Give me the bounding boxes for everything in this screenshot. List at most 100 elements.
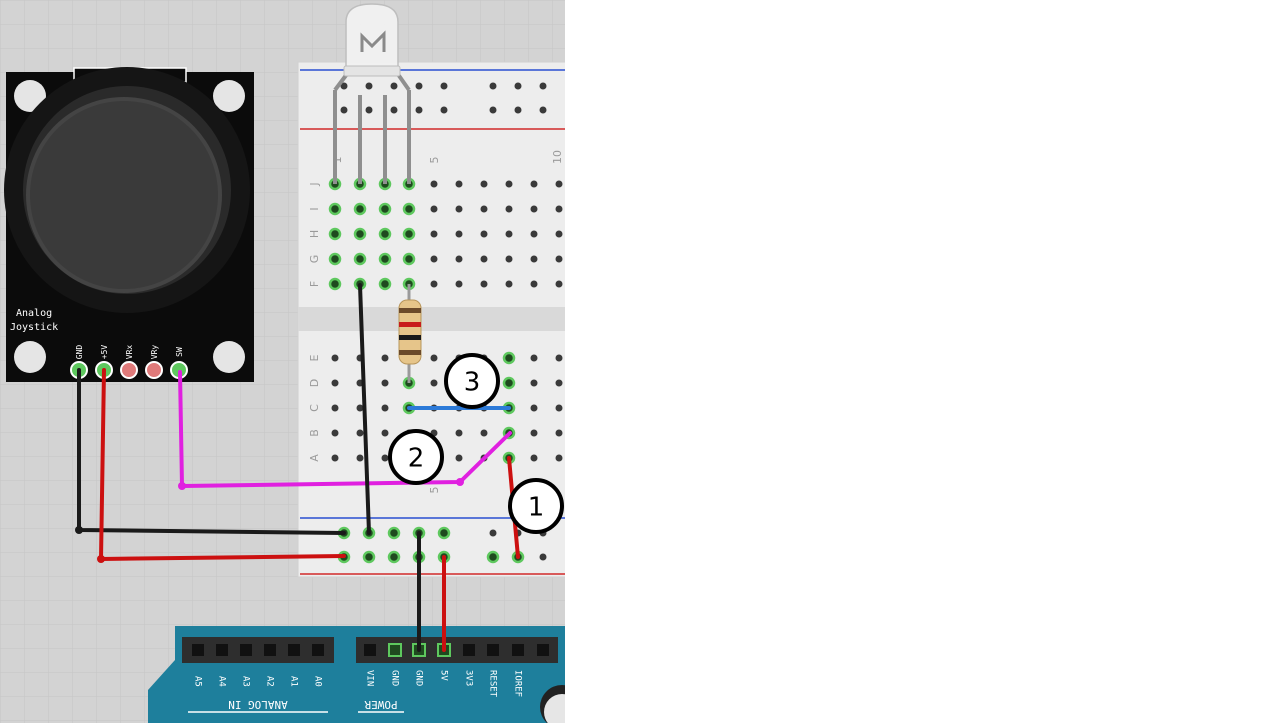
breadboard-hole[interactable] [555, 454, 563, 462]
header-pin[interactable] [364, 644, 376, 656]
breadboard-hole[interactable] [530, 255, 538, 263]
breadboard-hole[interactable] [430, 230, 438, 238]
header-pin[interactable] [463, 644, 475, 656]
breadboard-hole[interactable] [555, 354, 563, 362]
breadboard-hole[interactable] [555, 180, 563, 188]
breadboard-hole[interactable] [455, 454, 463, 462]
breadboard-hole[interactable] [387, 550, 401, 564]
breadboard-hole[interactable] [489, 529, 497, 537]
breadboard-hole[interactable] [530, 429, 538, 437]
breadboard-hole[interactable] [430, 205, 438, 213]
breadboard-hole[interactable] [381, 429, 389, 437]
breadboard-hole[interactable] [455, 255, 463, 263]
breadboard-hole[interactable] [378, 227, 392, 241]
breadboard-hole[interactable] [505, 280, 513, 288]
breadboard-hole[interactable] [530, 404, 538, 412]
breadboard-hole[interactable] [381, 404, 389, 412]
breadboard-hole[interactable] [530, 205, 538, 213]
breadboard-hole[interactable] [555, 379, 563, 387]
breadboard-hole[interactable] [430, 280, 438, 288]
breadboard-hole[interactable] [455, 280, 463, 288]
breadboard-hole[interactable] [331, 429, 339, 437]
breadboard-hole[interactable] [489, 106, 497, 114]
breadboard-hole[interactable] [381, 379, 389, 387]
breadboard-hole[interactable] [340, 106, 348, 114]
wire-joystick-sw[interactable] [178, 370, 512, 488]
breadboard-hole[interactable] [555, 255, 563, 263]
breadboard-hole[interactable] [502, 376, 516, 390]
breadboard-hole[interactable] [440, 82, 448, 90]
breadboard-hole[interactable] [555, 404, 563, 412]
breadboard-hole[interactable] [378, 202, 392, 216]
breadboard-hole[interactable] [555, 280, 563, 288]
breadboard-hole[interactable] [455, 230, 463, 238]
breadboard-hole[interactable] [505, 205, 513, 213]
breadboard-hole[interactable] [530, 354, 538, 362]
breadboard-hole[interactable] [530, 379, 538, 387]
breadboard-hole[interactable] [539, 106, 547, 114]
header-pin[interactable] [264, 644, 276, 656]
rgb-led[interactable] [333, 3, 411, 184]
breadboard-hole[interactable] [328, 252, 342, 266]
breadboard-hole[interactable] [489, 82, 497, 90]
wire-led-ground[interactable] [358, 283, 371, 535]
breadboard-hole[interactable] [455, 180, 463, 188]
breadboard-hole[interactable] [430, 379, 438, 387]
breadboard-hole[interactable] [328, 277, 342, 291]
breadboard-hole[interactable] [356, 454, 364, 462]
breadboard-hole[interactable] [415, 82, 423, 90]
breadboard-hole[interactable] [356, 404, 364, 412]
breadboard-hole[interactable] [356, 429, 364, 437]
breadboard-hole[interactable] [381, 454, 389, 462]
breadboard-hole[interactable] [381, 354, 389, 362]
resistor[interactable] [398, 284, 422, 383]
breadboard-hole[interactable] [555, 205, 563, 213]
breadboard-hole[interactable] [430, 354, 438, 362]
breadboard-hole[interactable] [539, 553, 547, 561]
breadboard-hole[interactable] [530, 230, 538, 238]
breadboard-hole[interactable] [530, 280, 538, 288]
breadboard-hole[interactable] [555, 230, 563, 238]
breadboard-hole[interactable] [455, 429, 463, 437]
breadboard-hole[interactable] [331, 379, 339, 387]
breadboard-hole[interactable] [402, 202, 416, 216]
breadboard-hole[interactable] [502, 351, 516, 365]
breadboard-hole[interactable] [378, 277, 392, 291]
breadboard-hole[interactable] [505, 255, 513, 263]
breadboard-hole[interactable] [402, 227, 416, 241]
breadboard-hole[interactable] [480, 280, 488, 288]
breadboard-hole[interactable] [415, 106, 423, 114]
header-pin[interactable] [512, 644, 524, 656]
header-pin[interactable] [537, 644, 549, 656]
breadboard-hole[interactable] [378, 252, 392, 266]
breadboard-hole[interactable] [331, 454, 339, 462]
breadboard-hole[interactable] [480, 255, 488, 263]
header-pin[interactable] [240, 644, 252, 656]
breadboard-hole[interactable] [353, 202, 367, 216]
breadboard-hole[interactable] [362, 550, 376, 564]
breadboard-hole[interactable] [505, 180, 513, 188]
breadboard-hole[interactable] [440, 106, 448, 114]
breadboard-hole[interactable] [353, 252, 367, 266]
joystick-pin-vrx[interactable] [120, 361, 138, 379]
breadboard-hole[interactable] [437, 526, 451, 540]
header-pin[interactable] [288, 644, 300, 656]
breadboard-hole[interactable] [514, 82, 522, 90]
breadboard-hole[interactable] [353, 227, 367, 241]
header-pin[interactable] [388, 643, 402, 657]
breadboard-hole[interactable] [480, 429, 488, 437]
breadboard-hole[interactable] [365, 82, 373, 90]
breadboard-hole[interactable] [514, 106, 522, 114]
joystick-module[interactable]: Analog Joystick GND +5V VRx VRy SW [4, 67, 254, 382]
breadboard-hole[interactable] [430, 255, 438, 263]
breadboard-hole[interactable] [480, 205, 488, 213]
breadboard-hole[interactable] [455, 205, 463, 213]
breadboard-hole[interactable] [340, 82, 348, 90]
header-pin[interactable] [312, 644, 324, 656]
breadboard-hole[interactable] [430, 180, 438, 188]
breadboard-hole[interactable] [539, 82, 547, 90]
breadboard-hole[interactable] [505, 230, 513, 238]
breadboard-hole[interactable] [331, 354, 339, 362]
breadboard-hole[interactable] [480, 230, 488, 238]
breadboard-hole[interactable] [480, 180, 488, 188]
